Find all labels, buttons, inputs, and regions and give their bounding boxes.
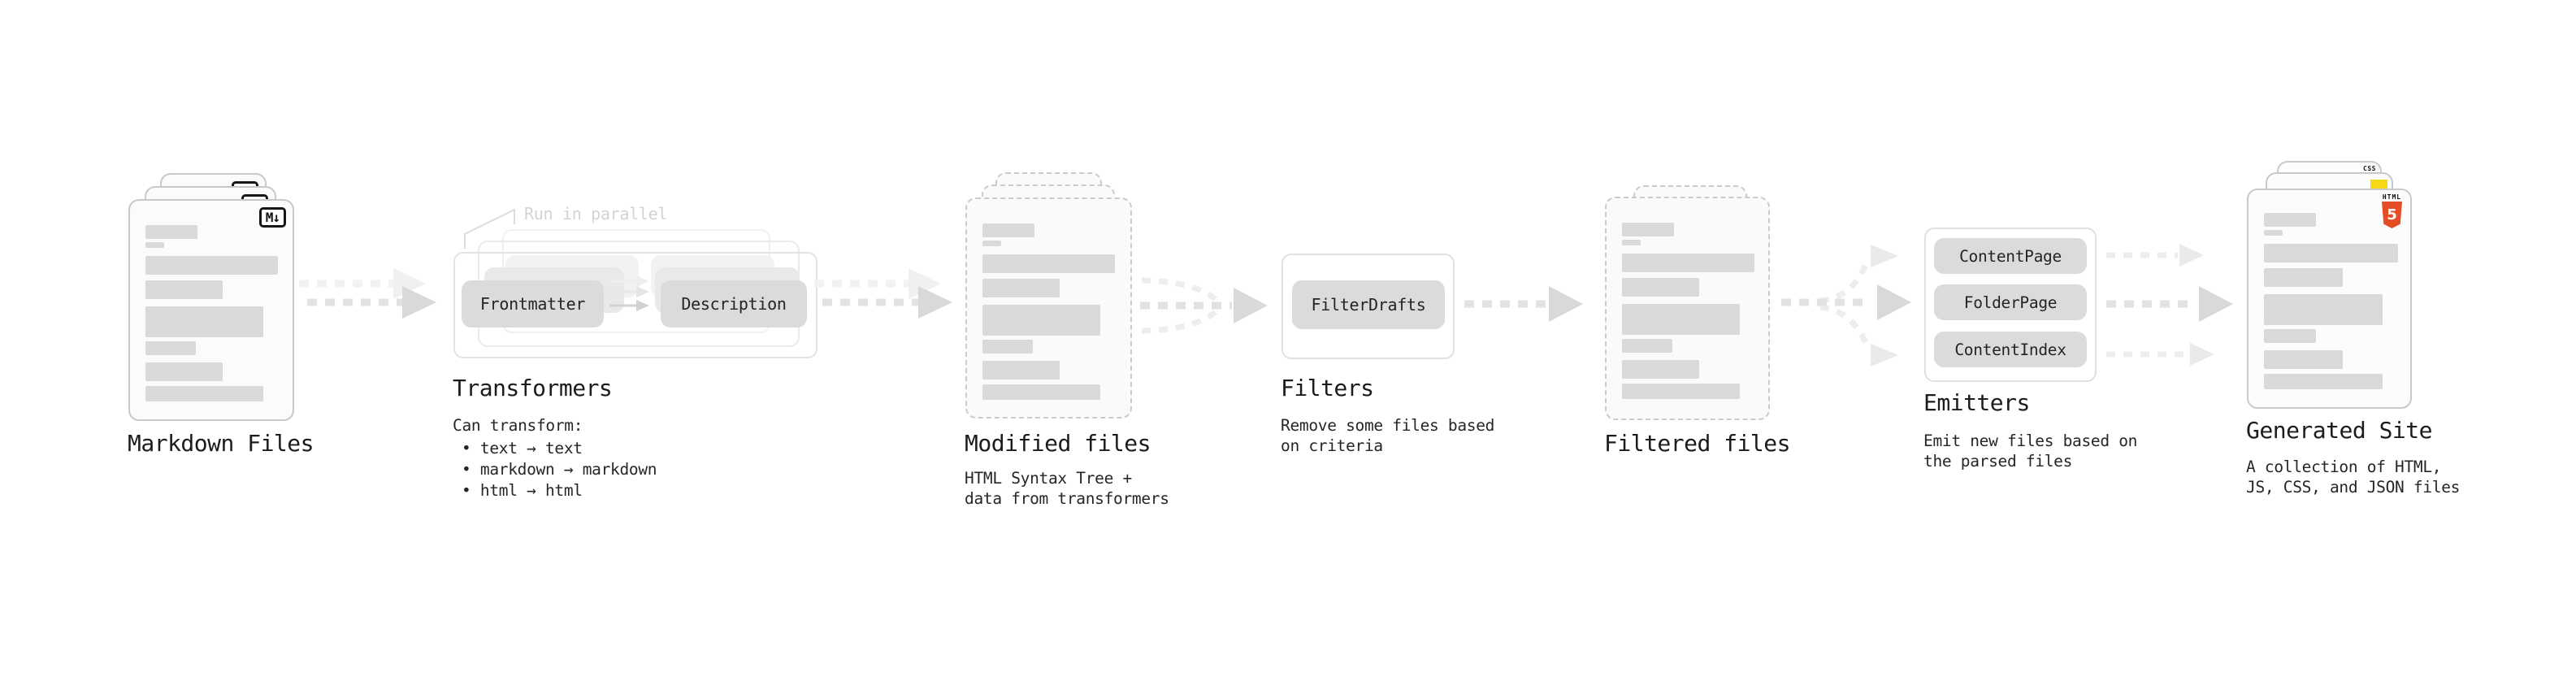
markdown-icon: M↓	[258, 207, 286, 228]
transformers-description-title: Can transform:	[453, 416, 583, 435]
css-icon-text: CSS	[2363, 165, 2376, 172]
html5-shield: 5	[2382, 202, 2402, 228]
flow-arrows-emitters-to-generated	[2106, 244, 2233, 366]
filtered-file-card-front	[1605, 197, 1770, 420]
text-placeholder-bar	[145, 306, 263, 337]
text-placeholder-bar	[145, 225, 197, 239]
text-placeholder-bar	[2264, 268, 2343, 287]
flow-arrow-filtered-to-emitters-diverge	[1781, 245, 1911, 367]
text-placeholder-bar	[145, 242, 164, 248]
emitters-container-frame	[1924, 228, 2097, 382]
stage-label-markdown-files: Markdown Files	[128, 430, 314, 457]
html5-icon-text: HTML	[2382, 193, 2402, 201]
text-placeholder-bar	[982, 241, 1001, 246]
text-placeholder-bar	[2264, 329, 2316, 343]
flow-arrow-modified-to-filters-converge	[1140, 277, 1268, 334]
text-placeholder-bar	[1622, 278, 1699, 297]
text-placeholder-bar	[982, 361, 1060, 380]
filter-drafts-pill: FilterDrafts	[1292, 280, 1445, 329]
stage-label-modified-files: Modified files	[965, 430, 1151, 457]
markdown-file-card-front: M↓	[128, 199, 294, 421]
text-placeholder-bar	[982, 223, 1034, 237]
modified-file-card-front	[965, 197, 1132, 419]
text-placeholder-bar	[145, 362, 223, 381]
emitters-description-line: Emit new files based on	[1923, 432, 2138, 450]
flow-arrow-filters-to-filtered	[1464, 286, 1583, 322]
text-placeholder-bar	[2264, 230, 2283, 236]
text-placeholder-bar	[1622, 384, 1740, 399]
text-placeholder-bar	[1622, 223, 1674, 236]
generated-site-card-html: HTML 5	[2247, 189, 2412, 409]
text-placeholder-bar	[1622, 254, 1754, 272]
text-placeholder-bar	[1622, 304, 1740, 335]
text-placeholder-bar	[145, 341, 196, 355]
folder-page-emitter-pill: FolderPage	[1934, 284, 2087, 320]
transformers-bullet-item: • text → text	[462, 439, 583, 458]
stage-label-filters: Filters	[1281, 375, 1374, 401]
text-placeholder-bar	[2264, 294, 2383, 325]
text-placeholder-bar	[145, 280, 223, 299]
stage-label-transformers: Transformers	[453, 375, 613, 401]
text-placeholder-bar	[1622, 240, 1641, 245]
modified-files-description-line: HTML Syntax Tree +	[965, 469, 1132, 488]
text-placeholder-bar	[1622, 339, 1672, 353]
html5-shield-number: 5	[2387, 206, 2397, 223]
text-placeholder-bar	[982, 384, 1100, 400]
transformer-layer-frame-front	[453, 252, 817, 358]
text-placeholder-bar	[982, 305, 1100, 336]
stage-label-filtered-files: Filtered files	[1604, 430, 1791, 457]
flow-arrow-markdown-to-transformers	[299, 268, 436, 319]
modified-files-description-line: data from transformers	[965, 489, 1169, 508]
filters-container-frame	[1281, 254, 1455, 359]
text-placeholder-bar	[2264, 213, 2316, 227]
emitters-description-line: the parsed files	[1923, 452, 2073, 471]
html5-icon: HTML 5	[2381, 193, 2403, 228]
text-placeholder-bar	[1622, 360, 1699, 379]
stage-label-emitters: Emitters	[1923, 389, 2030, 416]
transformers-bullet-item: • html → html	[462, 481, 583, 500]
text-placeholder-bar	[2264, 374, 2383, 389]
frontmatter-transformer-pill: Frontmatter	[462, 280, 604, 327]
stage-label-generated-site: Generated Site	[2246, 417, 2433, 444]
text-placeholder-bar	[982, 254, 1115, 273]
run-in-parallel-annotation: Run in parallel	[524, 204, 668, 223]
transformers-bullet-item: • markdown → markdown	[462, 460, 657, 479]
text-placeholder-bar	[982, 340, 1033, 354]
generated-site-description-line: JS, CSS, and JSON files	[2246, 478, 2461, 497]
text-placeholder-bar	[145, 386, 263, 401]
text-placeholder-bar	[145, 256, 278, 275]
description-transformer-pill: Description	[661, 280, 807, 327]
filters-description-line: Remove some files based	[1281, 416, 1495, 435]
text-placeholder-bar	[2264, 350, 2343, 369]
content-page-emitter-pill: ContentPage	[1934, 238, 2087, 274]
javascript-icon	[2370, 180, 2387, 189]
flow-arrow-transformers-to-modified	[814, 268, 952, 319]
content-index-emitter-pill: ContentIndex	[1934, 332, 2087, 367]
generated-site-description-line: A collection of HTML,	[2246, 458, 2442, 476]
text-placeholder-bar	[2264, 244, 2398, 262]
filters-description-line: on criteria	[1281, 436, 1383, 455]
text-placeholder-bar	[982, 279, 1060, 297]
